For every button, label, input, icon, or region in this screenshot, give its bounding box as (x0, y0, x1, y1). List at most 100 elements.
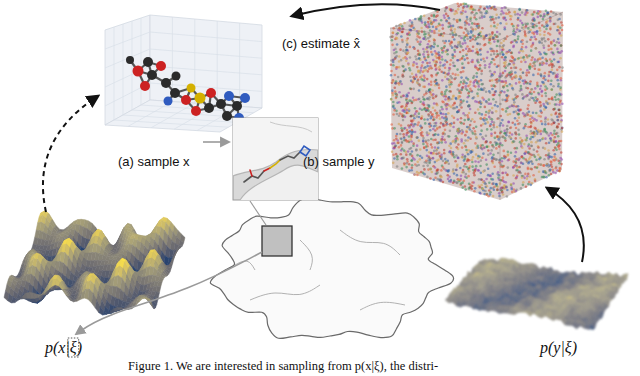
noise-dot (517, 38, 520, 41)
noise-dot (398, 55, 401, 58)
noise-dot (497, 16, 500, 19)
noise-dot (555, 99, 558, 102)
noise-dot (510, 41, 513, 44)
noise-dot (441, 55, 444, 58)
noise-dot (502, 40, 505, 43)
noise-dot (479, 53, 482, 56)
noise-dot (413, 117, 416, 120)
noise-dot (548, 174, 551, 177)
noise-dot (412, 96, 415, 99)
noise-dot (520, 60, 523, 63)
noise-dot (496, 135, 499, 138)
noise-dot (556, 61, 559, 64)
noise-dot (449, 130, 452, 133)
noise-dot (472, 127, 475, 130)
noise-dot (516, 28, 519, 31)
noise-dot (422, 139, 425, 142)
noise-dot (525, 23, 528, 26)
noise-dot (422, 37, 425, 40)
noise-dot (546, 132, 549, 135)
noise-dot (440, 122, 443, 125)
noise-dot (485, 134, 488, 137)
noise-dot (523, 56, 526, 59)
noise-dot (444, 141, 447, 144)
noise-dot (505, 52, 508, 55)
noise-dot (530, 144, 533, 147)
noise-dot (535, 38, 538, 41)
noise-dot (428, 114, 431, 117)
noise-dot (460, 88, 463, 91)
noise-dot (454, 97, 457, 100)
noise-dot (553, 58, 556, 61)
noise-dot (482, 181, 485, 184)
noise-dot (456, 182, 459, 185)
noise-dot (456, 68, 459, 71)
noise-dot (441, 135, 444, 138)
noise-dot (488, 116, 491, 119)
noise-dot (541, 56, 544, 59)
noise-dot (506, 174, 509, 177)
noise-dot (423, 118, 426, 121)
noise-dot (539, 85, 542, 88)
noise-dot (466, 96, 469, 99)
noise-dot (407, 63, 410, 66)
noise-dot (559, 157, 562, 160)
noise-dot (506, 73, 509, 76)
noise-dot (517, 159, 520, 162)
noise-dot (501, 7, 504, 10)
noise-dot (530, 141, 533, 144)
noise-dot (538, 27, 541, 30)
noise-dot (488, 66, 491, 69)
noise-dot (416, 144, 419, 147)
noise-dot (441, 24, 444, 27)
noise-dot (474, 133, 477, 136)
noise-dot (544, 147, 547, 150)
noise-dot (412, 88, 415, 91)
noise-dot (483, 117, 486, 120)
noise-dot (440, 176, 443, 179)
noise-dot (517, 35, 520, 38)
noise-dot (490, 149, 493, 152)
noise-dot (447, 26, 450, 29)
noise-dot (434, 146, 437, 149)
noise-dot (415, 58, 418, 61)
noise-dot (557, 135, 560, 138)
noise-dot (392, 113, 395, 116)
noise-dot (482, 58, 485, 61)
noise-dot (534, 67, 537, 70)
noise-dot (408, 135, 411, 138)
atom (224, 91, 234, 101)
noise-dot (542, 44, 545, 47)
noise-dot (540, 133, 543, 136)
noise-dot (536, 166, 539, 169)
noise-dot (425, 149, 428, 152)
noise-dot (454, 65, 457, 68)
noise-dot (508, 63, 511, 66)
noise-dot (438, 34, 441, 37)
noise-dot (465, 87, 468, 90)
noise-dot (530, 59, 533, 62)
noise-dot (551, 68, 554, 71)
noise-dot (411, 164, 414, 167)
noise-dot (549, 20, 552, 23)
noise-dot (505, 22, 508, 25)
noise-dot (418, 139, 421, 142)
noise-dot (479, 64, 482, 67)
noise-dot (456, 118, 459, 121)
noise-dot (462, 122, 465, 125)
noise-dot (432, 25, 435, 28)
atom (191, 106, 201, 116)
noise-dot (404, 127, 407, 130)
noise-dot (476, 51, 479, 54)
noise-dot (456, 88, 459, 91)
noise-dot (452, 61, 455, 64)
noise-dot (557, 85, 560, 88)
noise-dot (530, 125, 533, 128)
noise-dot (556, 119, 559, 122)
noise-dot (402, 65, 405, 68)
noise-dot (463, 32, 466, 35)
noise-dot (473, 96, 476, 99)
noise-dot (395, 93, 398, 96)
noise-dot (502, 150, 505, 153)
noise-dot (534, 127, 537, 130)
